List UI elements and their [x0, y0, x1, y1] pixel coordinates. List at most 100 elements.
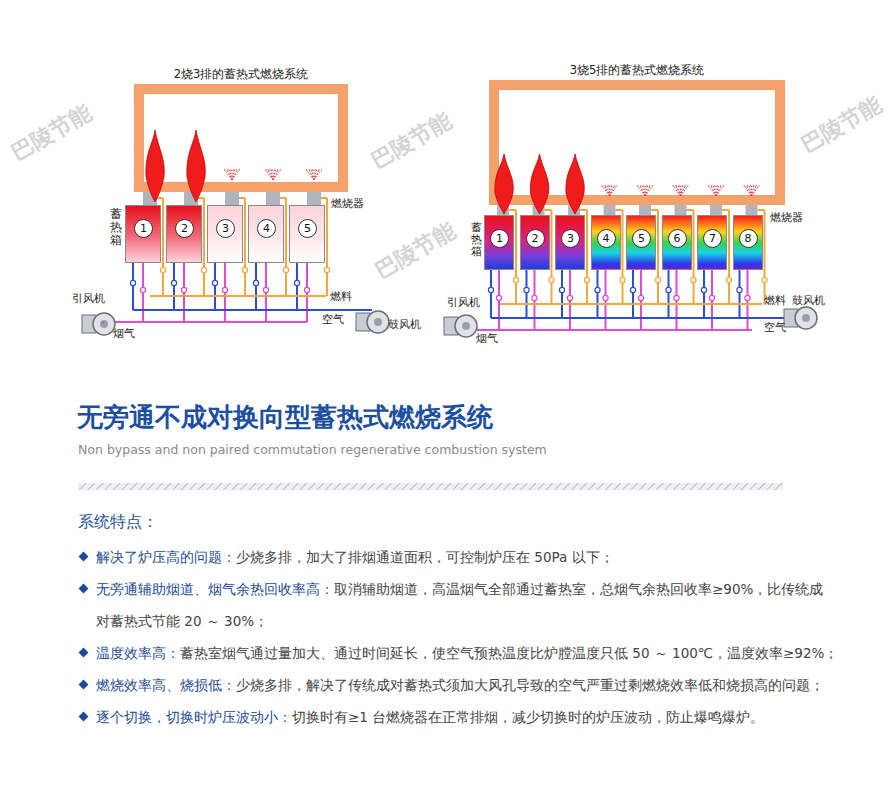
bullet-row: 逐个切换，切换时炉压波动小：切换时有≥1 台燃烧器在正常排烟，减少切换时的炉压波… [96, 701, 764, 733]
burner-neck [225, 192, 239, 205]
burner-spray [314, 170, 315, 180]
section-heading: 系统特点： [78, 512, 158, 531]
regenerator-box: 6 [662, 215, 692, 270]
part-label: 引风机 [447, 296, 480, 309]
regenerator-box: 4 [591, 215, 621, 270]
feature-heading: 无旁通辅助烟道、烟气余热回收率高： [96, 581, 334, 597]
pipe [657, 210, 659, 304]
pipe [244, 198, 246, 296]
regenerator-box: 2 [520, 215, 550, 270]
pipe [491, 317, 790, 319]
burner-spray [602, 186, 618, 187]
burner-spray [744, 186, 751, 196]
burner-spray [224, 170, 240, 171]
burner-spray [744, 186, 760, 187]
feature-text: 少烧多排，解决了传统成对蓄热式须加大风孔导致的空气严重过剩燃烧效率低和烧损高的问… [236, 677, 824, 693]
burner-spray [749, 186, 751, 196]
burner-spray [314, 170, 316, 180]
burner-spray [273, 170, 278, 180]
burner-spray [273, 170, 280, 180]
valve-symbol [201, 267, 206, 272]
valve-symbol [674, 295, 679, 300]
pipe [285, 198, 287, 296]
burner-spray [268, 170, 273, 180]
valve-symbol [222, 287, 227, 292]
valve-symbol [762, 277, 767, 282]
burner-spray [681, 186, 683, 196]
furnace-box: 2烧3排的蓄热式燃烧系统 [134, 84, 348, 192]
burner-spray [709, 186, 716, 196]
bullet-diamond [79, 680, 89, 690]
feature-heading: 逐个切换，切换时炉压波动小： [96, 709, 292, 725]
valve-symbol [567, 295, 572, 300]
pipe [728, 210, 730, 304]
furnace-box: 3烧5排的蓄热式燃烧系统 [489, 80, 785, 205]
burner-spray [681, 186, 688, 196]
callout-number: 4 [597, 229, 616, 248]
valve-symbol [242, 267, 247, 272]
pipe [703, 270, 705, 318]
flame [530, 154, 548, 214]
burner-spray [227, 170, 232, 180]
system-title: 2烧3排的蓄热式燃烧系统 [134, 67, 348, 82]
pipe [280, 197, 286, 199]
pipe [296, 263, 298, 310]
burner-neck [307, 192, 321, 205]
burner-spray [232, 170, 234, 180]
burner-spray [309, 170, 314, 180]
fan-hub [462, 322, 470, 330]
pipe [500, 303, 762, 305]
watermark: 巴陵节能 [367, 108, 456, 175]
feature-heading: 燃烧效率高、烧损低： [96, 677, 236, 693]
pipe [739, 270, 741, 318]
burner-spray [230, 170, 232, 180]
pipe [597, 270, 599, 318]
burner-neck [675, 205, 687, 215]
burner-neck [746, 205, 758, 215]
burner-spray [306, 170, 322, 171]
regenerator-box: 3 [555, 215, 585, 270]
part-label: 烟气 [113, 327, 135, 340]
fan-housing [455, 315, 477, 337]
feature-text: 切换时有≥1 台燃烧器在正常排烟，减少切换时的炉压波动，防止爆鸣爆炉。 [292, 709, 764, 725]
fan-hub [100, 320, 108, 328]
pipe [509, 209, 516, 211]
burner-neck [604, 205, 616, 215]
part-label: 空气 [764, 321, 786, 334]
burner-spray [708, 186, 724, 187]
fan-hub [374, 318, 382, 326]
part-label: 鼓风机 [792, 294, 825, 307]
burner-spray [645, 186, 650, 196]
burner-spray [265, 170, 281, 171]
regenerator-box: 5 [626, 215, 656, 270]
feature-heading: 温度效率高： [96, 645, 180, 661]
valve-symbol [709, 295, 714, 300]
burner-neck [533, 205, 545, 215]
burner-spray [610, 186, 612, 196]
valve-symbol [620, 277, 625, 282]
hatched-divider [78, 483, 783, 490]
valve-symbol [181, 287, 186, 292]
valve-symbol [496, 295, 501, 300]
valve-symbol [130, 280, 135, 285]
burner-spray [602, 186, 609, 196]
pipe [239, 197, 245, 199]
bullet-diamond [79, 584, 89, 594]
pipe [668, 270, 670, 318]
pipe [133, 309, 372, 311]
pipe [143, 321, 307, 323]
callout-number: 8 [739, 229, 758, 248]
burner-spray [681, 186, 686, 196]
part-label: 燃料 [330, 290, 352, 303]
part-label: 鼓风机 [388, 318, 421, 331]
system-title: 3烧5排的蓄热式燃烧系统 [489, 63, 785, 78]
regenerator-box: 3 [207, 205, 243, 263]
valve-symbol [638, 295, 643, 300]
valve-symbol [549, 277, 554, 282]
burner-spray [232, 170, 233, 180]
burner-spray [266, 170, 273, 180]
burner-spray [645, 186, 646, 196]
regenerator-box: 2 [166, 205, 202, 263]
burner-spray [605, 186, 610, 196]
callout-number: 5 [298, 219, 317, 238]
